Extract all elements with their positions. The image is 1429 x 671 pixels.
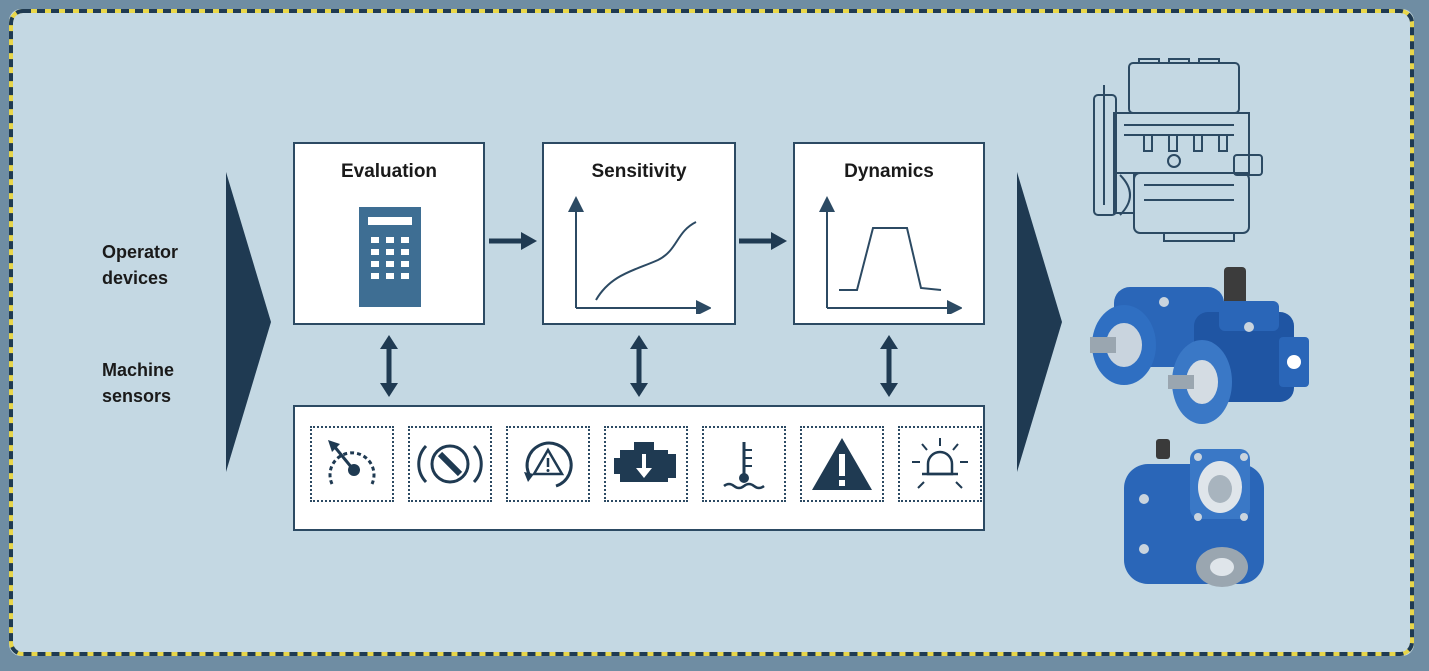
indicator-panel bbox=[293, 405, 985, 531]
double-arrow-sensitivity bbox=[630, 335, 648, 397]
dashed-border bbox=[9, 9, 1414, 656]
stability-warning-icon bbox=[524, 441, 573, 488]
speedometer-tile bbox=[310, 426, 394, 502]
coolant-temperature-icon bbox=[723, 442, 765, 490]
pulse-graph-icon bbox=[819, 196, 962, 314]
brake-warning-icon bbox=[417, 444, 483, 484]
double-arrow-dynamics bbox=[880, 335, 898, 397]
diagram-panel: Operator devices Machine sensors Evaluat… bbox=[9, 9, 1414, 656]
calculator-icon bbox=[359, 207, 421, 307]
arrow-evaluation-to-sensitivity bbox=[489, 232, 537, 250]
gear-pump-image bbox=[1124, 439, 1264, 587]
engine-down-icon bbox=[614, 442, 676, 482]
sensitivity-box: Sensitivity bbox=[542, 142, 736, 325]
rising-curve-graph-icon bbox=[568, 196, 711, 314]
operator-devices-label: Operator devices bbox=[102, 239, 178, 291]
speedometer-icon bbox=[328, 440, 376, 485]
input-chevron bbox=[226, 172, 271, 472]
sensitivity-title: Sensitivity bbox=[591, 161, 687, 182]
evaluation-title: Evaluation bbox=[340, 161, 438, 182]
operator-devices-line-1: Operator bbox=[102, 242, 179, 262]
light-icon bbox=[912, 438, 968, 489]
stability-warning-tile bbox=[506, 426, 590, 502]
output-chevron bbox=[1017, 172, 1062, 472]
coolant-temperature-tile bbox=[702, 426, 786, 502]
axial-piston-pump-image bbox=[1090, 267, 1309, 424]
arrow-sensitivity-to-dynamics bbox=[739, 232, 787, 250]
machine-sensors-line-2: sensors bbox=[102, 386, 172, 406]
dynamics-box: Dynamics bbox=[793, 142, 985, 325]
machine-sensors-label: Machine sensors bbox=[102, 357, 174, 409]
diesel-engine-drawing bbox=[1093, 58, 1263, 242]
double-arrow-evaluation bbox=[380, 335, 398, 397]
warning-triangle-tile bbox=[800, 426, 884, 502]
operator-devices-line-2: devices bbox=[102, 268, 169, 288]
engine-down-tile bbox=[604, 426, 688, 502]
brake-warning-tile bbox=[408, 426, 492, 502]
warning-triangle-icon bbox=[812, 438, 872, 490]
machine-sensors-line-1: Machine bbox=[102, 360, 175, 380]
evaluation-box: Evaluation bbox=[293, 142, 485, 325]
light-tile bbox=[898, 426, 982, 502]
dynamics-title: Dynamics bbox=[844, 161, 934, 182]
